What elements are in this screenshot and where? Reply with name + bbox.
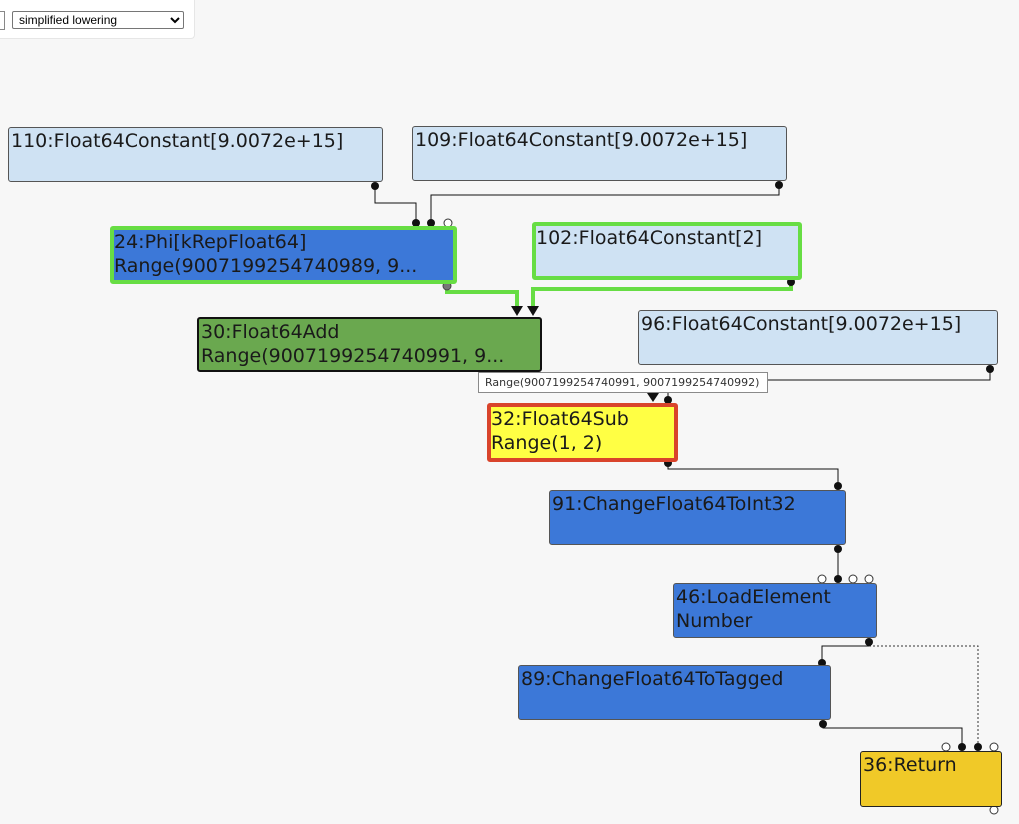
node-32-range: Range(1, 2)	[491, 432, 603, 454]
toolbar: simplified lowering	[0, 0, 195, 39]
node-46-type: Number	[676, 610, 753, 632]
node-36-return[interactable]: 36:Return	[860, 751, 1002, 807]
port-24-in-1	[412, 219, 420, 227]
arrowhead-32-left	[647, 393, 659, 402]
port-36-in-1	[941, 742, 951, 752]
node-32-float64sub[interactable]: 32:Float64Sub Range(1, 2)	[487, 403, 678, 462]
node-24-range: Range(9007199254740989, 9...	[114, 255, 418, 277]
node-102-float64constant[interactable]: 102:Float64Constant[2]	[532, 222, 802, 280]
port-36-in-4	[989, 742, 999, 752]
port-102-out	[787, 278, 795, 286]
edge-46-36-effect	[869, 645, 979, 745]
node-24-phi[interactable]: 24:Phi[kRepFloat64] Range(90071992547409…	[110, 226, 457, 284]
node-109-label: 109:Float64Constant[9.0072e+15]	[415, 129, 748, 151]
port-110-out	[371, 182, 379, 190]
node-24-label: 24:Phi[kRepFloat64]	[114, 231, 307, 253]
edge-24-30-highlight	[445, 286, 519, 310]
node-32-label: 32:Float64Sub	[491, 408, 629, 430]
port-46-in-4	[864, 574, 874, 584]
edge-89-36	[822, 724, 963, 745]
toolbar-left-control[interactable]	[0, 11, 5, 30]
node-89-label: 89:ChangeFloat64ToTagged	[521, 668, 784, 690]
edge-109-24	[430, 185, 780, 223]
node-46-label: 46:LoadElement	[676, 586, 831, 608]
phase-select[interactable]: simplified lowering	[12, 11, 184, 29]
edge-102-30-highlight	[531, 283, 793, 310]
range-tooltip: Range(9007199254740991, 9007199254740992…	[478, 372, 768, 393]
port-89-out	[819, 720, 827, 728]
node-96-float64constant[interactable]: 96:Float64Constant[9.0072e+15]	[638, 310, 998, 365]
port-96-out	[986, 365, 994, 373]
node-30-label: 30:Float64Add	[201, 321, 340, 343]
node-91-label: 91:ChangeFloat64ToInt32	[552, 493, 796, 515]
port-91-out	[834, 545, 842, 553]
node-110-label: 110:Float64Constant[9.0072e+15]	[11, 130, 344, 152]
node-30-range: Range(9007199254740991, 9...	[201, 345, 505, 367]
node-110-float64constant[interactable]: 110:Float64Constant[9.0072e+15]	[8, 127, 383, 182]
node-96-label: 96:Float64Constant[9.0072e+15]	[641, 313, 962, 335]
port-32-in-2	[664, 396, 672, 404]
edge-110-24	[374, 186, 417, 223]
port-46-in-2	[834, 575, 842, 583]
node-102-label: 102:Float64Constant[2]	[536, 227, 763, 249]
edge-46-89	[821, 642, 870, 663]
node-91-changefloat64toint32[interactable]: 91:ChangeFloat64ToInt32	[549, 490, 846, 545]
node-109-float64constant[interactable]: 109:Float64Constant[9.0072e+15]	[412, 126, 787, 181]
node-30-float64add[interactable]: 30:Float64Add Range(9007199254740991, 9.…	[197, 317, 542, 372]
port-36-in-3	[974, 743, 982, 751]
port-109-out	[775, 181, 783, 189]
port-36-in-2	[958, 743, 966, 751]
port-46-out	[865, 638, 873, 646]
arrowhead-30-right	[527, 306, 539, 316]
node-46-loadelement[interactable]: 46:LoadElement Number	[673, 583, 877, 638]
arrowhead-30-left	[511, 306, 523, 316]
port-36-out	[989, 805, 999, 815]
port-46-in-1	[817, 574, 827, 584]
node-89-changefloat64totagged[interactable]: 89:ChangeFloat64ToTagged	[518, 665, 831, 720]
port-46-in-3	[848, 574, 858, 584]
node-36-label: 36:Return	[863, 754, 957, 776]
port-91-in	[834, 482, 842, 490]
edge-32-91	[667, 463, 839, 486]
port-24-in-2	[427, 219, 435, 227]
